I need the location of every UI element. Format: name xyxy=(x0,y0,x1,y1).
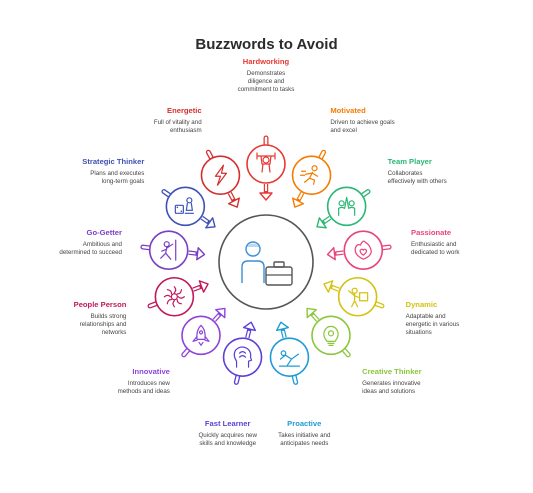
item-description: Collaborates effectively with others xyxy=(387,169,447,185)
spoke-strategic-thinker xyxy=(161,186,216,229)
lightbulb-gear-icon xyxy=(323,325,339,346)
arrow-head xyxy=(215,307,226,319)
arrow-head xyxy=(205,217,216,229)
item-title: Innovative xyxy=(132,367,170,377)
item-description: Enthusiastic and dedicated to work xyxy=(411,241,460,257)
item-description: Takes initiative and anticipates needs xyxy=(278,432,331,448)
spoke-dynamic xyxy=(323,276,385,317)
item-title: Go-Getter xyxy=(86,228,122,238)
item-description: Plans and executes long-term goals xyxy=(90,169,145,185)
item-title: Strategic Thinker xyxy=(82,156,145,166)
arrow-head xyxy=(196,247,206,261)
item-description: Ambitious and determined to succeed xyxy=(59,241,122,257)
item-description: Driven to achieve goals and excel xyxy=(330,118,395,134)
arrow-head xyxy=(275,321,290,332)
spoke-fast-learner xyxy=(222,321,263,385)
item-title: Motivated xyxy=(330,105,366,115)
high-five-icon xyxy=(338,196,356,216)
item-title: Fast Learner xyxy=(204,419,251,429)
rocket-icon xyxy=(192,324,210,346)
spoke-motivated xyxy=(291,149,332,208)
energetic-person-icon xyxy=(348,287,369,308)
arrow-head xyxy=(323,280,334,293)
arrow-head xyxy=(259,192,273,201)
item-title: Hardworking xyxy=(242,57,290,66)
icon-circle xyxy=(200,155,241,196)
item-title: Team Player xyxy=(387,156,432,166)
item-description: Full of vitality and enthusiasm xyxy=(153,118,202,134)
arrow-head xyxy=(326,247,336,261)
item-title: Proactive xyxy=(287,419,322,429)
network-burst-icon xyxy=(163,286,185,308)
item-description: Builds strong relationships and networks xyxy=(79,313,127,337)
item-title: Energetic xyxy=(167,105,202,115)
item-description: Quickly acquires new skills and knowledg… xyxy=(198,432,257,448)
icon-circle xyxy=(222,337,263,377)
heart-flame-icon xyxy=(354,240,372,260)
icon-circle xyxy=(181,315,221,356)
item-description: Introduces new methods and ideas xyxy=(117,380,170,396)
climber-icon xyxy=(160,239,177,261)
person-leaping-icon xyxy=(278,350,301,367)
item-title: Dynamic xyxy=(405,300,438,310)
item-title: Passionate xyxy=(411,228,452,238)
spoke-team-player xyxy=(316,186,371,229)
center-hub xyxy=(218,214,314,310)
weightlifter-icon xyxy=(256,152,276,173)
spoke-people-person xyxy=(147,276,209,317)
arrow-head xyxy=(242,321,257,332)
spoke-hardworking xyxy=(246,135,286,201)
game-piece-dice-icon xyxy=(174,197,194,214)
item-title: Creative Thinker xyxy=(362,367,422,377)
runner-icon xyxy=(299,165,319,185)
spoke-proactive xyxy=(269,321,310,385)
icon-circle xyxy=(326,186,367,227)
lightning-icon xyxy=(214,164,228,186)
icon-circle xyxy=(165,186,206,227)
arrow-head xyxy=(292,197,305,208)
item-description: Adaptable and energetic in various situa… xyxy=(405,313,460,337)
spoke-creative-thinker xyxy=(306,307,351,358)
icon-circle xyxy=(148,230,189,270)
item-title: People Person xyxy=(73,300,127,310)
spoke-passionate xyxy=(326,230,392,270)
spoke-energetic xyxy=(200,149,241,208)
item-description: Demonstrates diligence and commitment to… xyxy=(237,70,295,93)
icon-circle xyxy=(154,276,195,317)
spoke-go-getter xyxy=(140,230,206,270)
arrow-head xyxy=(227,197,240,208)
spoke-innovative xyxy=(181,307,226,358)
arrow-head xyxy=(306,307,317,319)
person-briefcase-icon xyxy=(241,241,293,286)
brain-head-icon xyxy=(233,346,253,368)
arrow-head xyxy=(198,280,209,293)
diagram-title: Buzzwords to Avoid xyxy=(195,36,338,53)
item-description: Generates innovative ideas and solutions xyxy=(362,380,421,396)
arrow-head xyxy=(316,217,327,229)
